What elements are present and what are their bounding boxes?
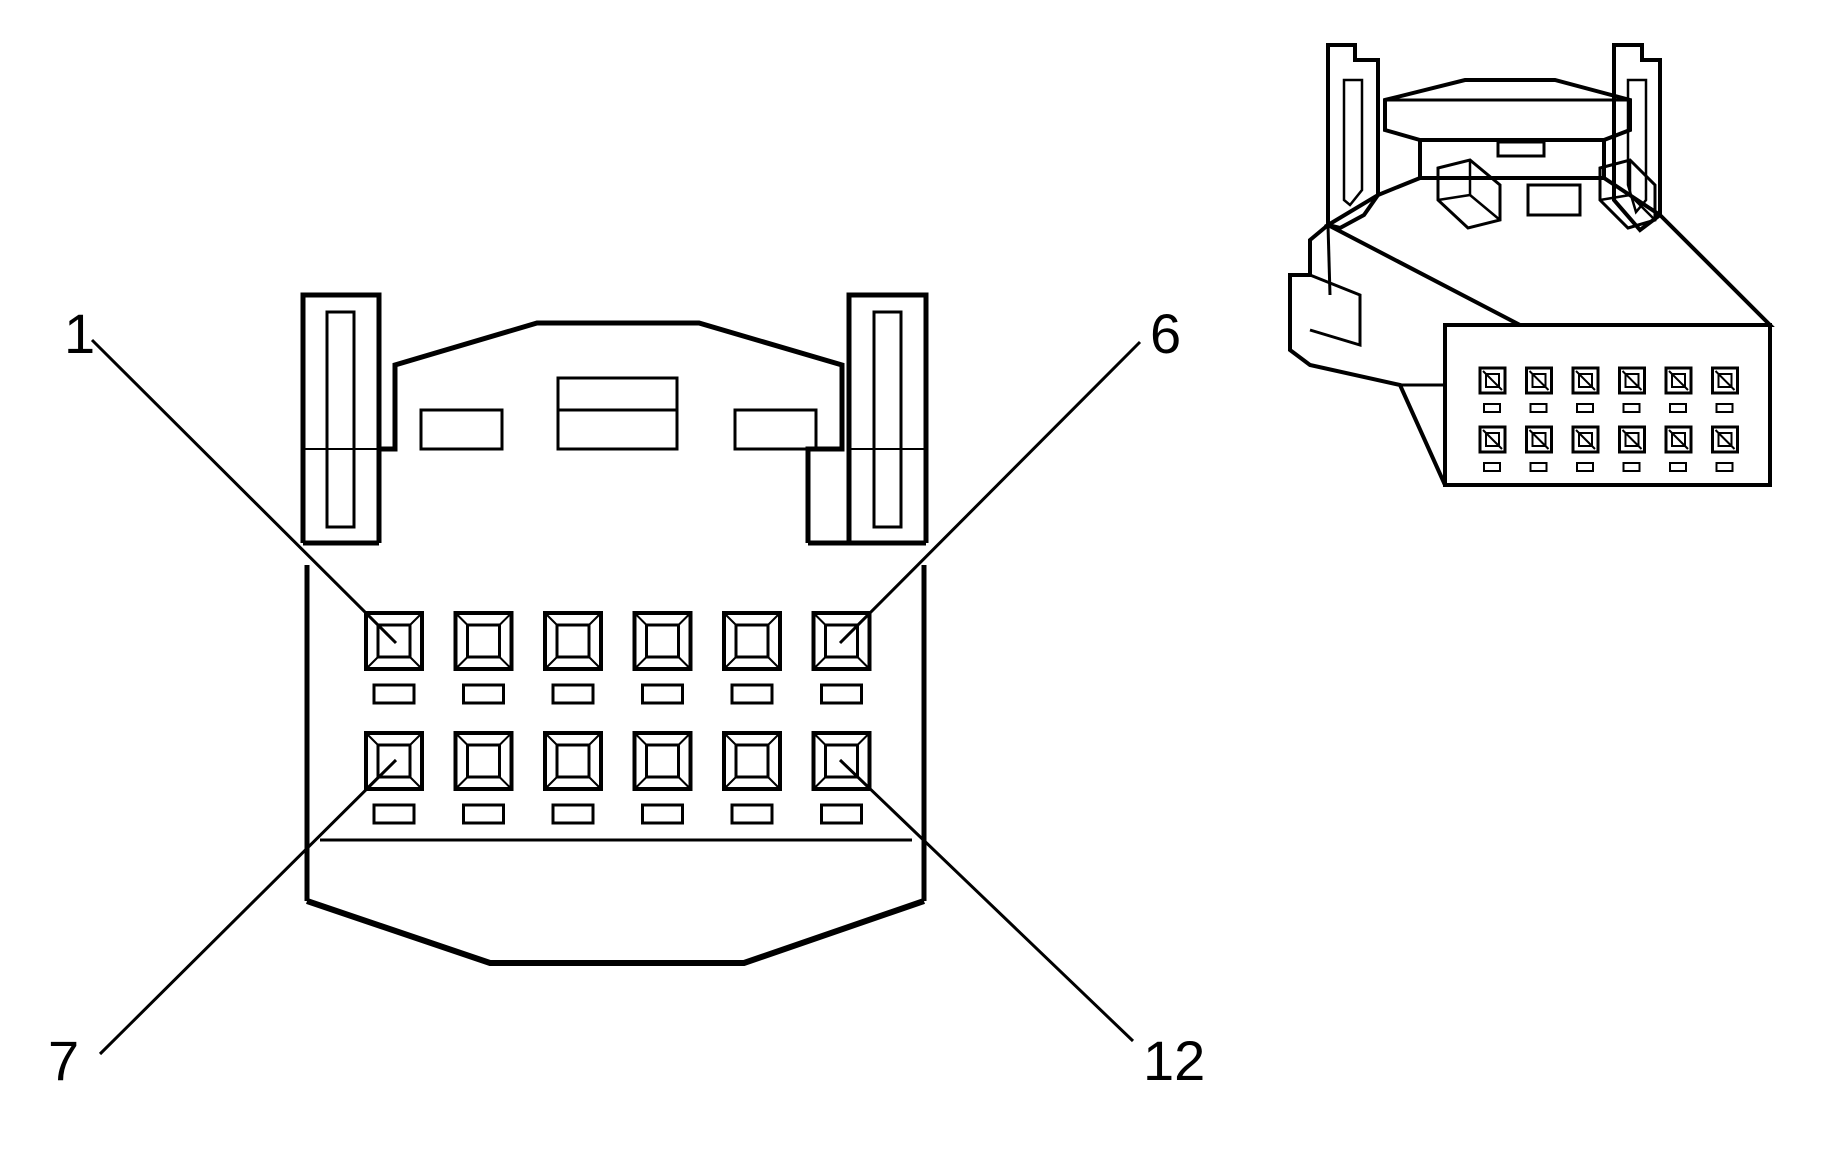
pin-cavity-4 bbox=[632, 611, 693, 671]
pin-key-slot-6 bbox=[820, 683, 863, 705]
connector-body bbox=[303, 540, 927, 966]
pin-key-slot-10 bbox=[641, 803, 684, 825]
leader-pin-12 bbox=[838, 758, 1135, 1043]
pin-cavity-10 bbox=[632, 731, 693, 791]
iso-pin-cavity-12 bbox=[1711, 425, 1739, 472]
pin-key-slot-2 bbox=[462, 683, 505, 705]
connector-front-view: 1 6 7 12 bbox=[48, 292, 1205, 1092]
leader-pin-6 bbox=[838, 340, 1142, 645]
pin-key-slot-4 bbox=[641, 683, 684, 705]
pin-cavity-11 bbox=[722, 731, 782, 791]
pin-cavity-2 bbox=[453, 611, 514, 671]
pin-label-7: 7 bbox=[48, 1029, 79, 1092]
pin-cavity-3 bbox=[543, 611, 603, 671]
iso-pin-cavity-3 bbox=[1571, 366, 1600, 413]
pin-cavity-9 bbox=[543, 731, 603, 791]
left-latch bbox=[300, 292, 382, 543]
leader-pin-1 bbox=[90, 338, 398, 645]
pin-label-1: 1 bbox=[64, 302, 95, 365]
pin-label-12: 12 bbox=[1143, 1029, 1205, 1092]
top-lock-housing bbox=[376, 320, 845, 543]
pin-cavity-5 bbox=[722, 611, 782, 671]
pin-cavity-6 bbox=[811, 611, 872, 671]
pin-key-slot-12 bbox=[820, 803, 863, 825]
pin-key-slot-11 bbox=[730, 803, 774, 825]
iso-pin-cavity-9 bbox=[1571, 425, 1600, 472]
connector-isometric-view bbox=[1288, 43, 1775, 487]
pin-key-slot-1 bbox=[372, 683, 416, 705]
iso-pin-cavity-2 bbox=[1525, 366, 1553, 413]
leader-lines bbox=[90, 338, 1142, 1056]
pin-key-slot-5 bbox=[730, 683, 774, 705]
iso-pin-cavity-4 bbox=[1618, 366, 1646, 413]
iso-pin-cavity-grid bbox=[1478, 366, 1739, 472]
pin-cavity-7 bbox=[364, 731, 424, 791]
iso-pin-cavity-1 bbox=[1478, 366, 1507, 413]
pin-key-slot-9 bbox=[551, 803, 595, 825]
pin-key-slot-3 bbox=[551, 683, 595, 705]
pin-key-slot-8 bbox=[462, 803, 505, 825]
pin-cavity-8 bbox=[453, 731, 514, 791]
iso-pin-cavity-6 bbox=[1711, 366, 1739, 413]
pin-cavity-grid bbox=[364, 611, 872, 825]
iso-pin-cavity-11 bbox=[1664, 425, 1693, 472]
leader-pin-7 bbox=[98, 758, 398, 1056]
pin-label-6: 6 bbox=[1150, 302, 1181, 365]
iso-pin-cavity-10 bbox=[1618, 425, 1646, 472]
iso-pin-cavity-5 bbox=[1664, 366, 1693, 413]
iso-pin-cavity-8 bbox=[1525, 425, 1553, 472]
iso-pin-cavity-7 bbox=[1478, 425, 1507, 472]
right-latch bbox=[846, 292, 929, 543]
pin-key-slot-7 bbox=[372, 803, 416, 825]
